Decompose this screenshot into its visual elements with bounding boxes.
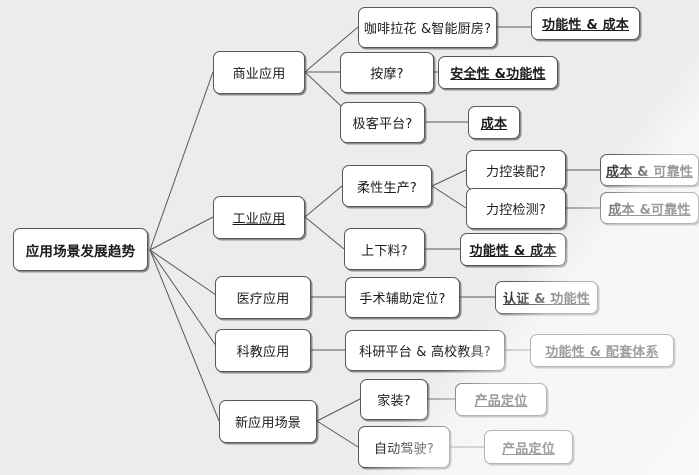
topic-node-home-decoration[interactable]: 家装? (360, 379, 428, 420)
branch-node-commercial[interactable]: 商业应用 (213, 51, 305, 94)
branch-label: 新应用场景 (234, 416, 301, 431)
topic-node-flexible-production[interactable]: 柔性生产? (342, 165, 432, 207)
leaf-label: 功能性 & 成本 (469, 244, 557, 259)
leaf-label: 功能性 & 配套体系 (545, 345, 659, 360)
leaf-label: 产品定位 (474, 394, 528, 409)
root-node[interactable]: 应用场景发展趋势 (13, 228, 148, 271)
topic-node-autonomous-driving[interactable]: 自动驾驶? (358, 426, 450, 468)
branch-node-education[interactable]: 科教应用 (215, 329, 311, 372)
leaf-node-function-cost-1[interactable]: 功能性 & 成本 (531, 7, 640, 40)
branch-label: 商业应用 (232, 67, 286, 82)
leaf-label: 认证 & 功能性 (503, 292, 590, 307)
leaf-label: 成本 &可靠性 (608, 202, 691, 218)
leaf-node-function-support-system[interactable]: 功能性 & 配套体系 (530, 334, 674, 367)
leaf-label: 成本 (480, 117, 508, 132)
branch-node-new-scenarios[interactable]: 新应用场景 (219, 400, 317, 443)
topic-label: 按摩? (370, 67, 404, 82)
leaf-label: 产品定位 (502, 441, 555, 457)
topic-label: 上下料? (361, 243, 408, 259)
leaf-node-product-positioning-1[interactable]: 产品定位 (455, 383, 547, 416)
branch-label: 科教应用 (236, 345, 290, 360)
branch-node-medical[interactable]: 医疗应用 (215, 276, 311, 319)
leaf-node-cost-reliability-2[interactable]: 成本 &可靠性 (600, 192, 699, 224)
leaf-node-product-positioning-2[interactable]: 产品定位 (484, 430, 573, 464)
leaf-node-certification-function[interactable]: 认证 & 功能性 (495, 281, 598, 314)
branch-label: 工业应用 (232, 212, 286, 227)
leaf-label: 成本 & 可靠性 (606, 164, 693, 180)
topic-node-surgical-positioning[interactable]: 手术辅助定位? (345, 277, 460, 318)
topic-label: 家装? (377, 394, 411, 409)
topic-label: 自动驾驶? (374, 441, 434, 457)
leaf-node-cost[interactable]: 成本 (468, 106, 520, 139)
topic-node-loading-unloading[interactable]: 上下料? (344, 228, 425, 270)
leaf-node-function-cost-2[interactable]: 功能性 & 成本 (460, 233, 566, 266)
branch-label: 医疗应用 (236, 292, 290, 307)
leaf-node-cost-reliability-1[interactable]: 成本 & 可靠性 (600, 154, 699, 186)
topic-node-force-inspection[interactable]: 力控检测? (466, 188, 566, 229)
topic-node-force-assembly[interactable]: 力控装配? (466, 150, 566, 190)
root-node-label: 应用场景发展趋势 (25, 243, 136, 260)
leaf-label: 安全性 &功能性 (450, 67, 546, 82)
topic-label: 柔性生产? (357, 180, 417, 196)
leaf-node-safety-function[interactable]: 安全性 &功能性 (438, 56, 558, 89)
leaf-label: 功能性 & 成本 (542, 18, 629, 33)
topic-label: 力控检测? (486, 203, 546, 218)
topic-node-geek-platform[interactable]: 极客平台? (340, 102, 425, 143)
topic-label: 手术辅助定位? (359, 292, 446, 307)
topic-label: 极客平台? (352, 117, 413, 132)
topic-node-massage[interactable]: 按摩? (340, 52, 434, 93)
topic-label: 力控装配? (486, 164, 546, 180)
topic-node-coffee-kitchen[interactable]: 咖啡拉花 &智能厨房? (358, 7, 497, 48)
topic-label: 科研平台 & 高校教具? (359, 345, 491, 360)
branch-node-industrial[interactable]: 工业应用 (213, 196, 305, 239)
topic-label: 咖啡拉花 &智能厨房? (363, 22, 492, 37)
topic-node-research-teaching[interactable]: 科研平台 & 高校教具? (345, 330, 505, 371)
